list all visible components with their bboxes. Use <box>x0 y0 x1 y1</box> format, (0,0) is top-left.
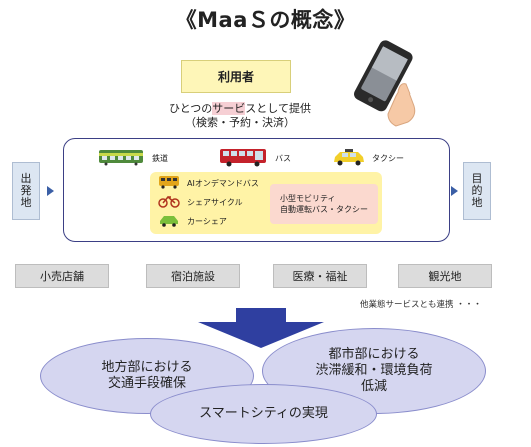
bicycle-icon <box>158 195 180 208</box>
bus-icon <box>220 149 266 167</box>
destination-label: 目 的 地 <box>471 172 483 209</box>
facility-box: 医療・福祉 <box>273 264 367 288</box>
bus-label: バス <box>275 154 291 163</box>
facility-box: 観光地 <box>398 264 492 288</box>
train-icon <box>99 150 143 166</box>
rural-line2: 交通手段確保 <box>107 376 186 391</box>
user-label: 利用者 <box>217 70 254 84</box>
destination-arrow-icon <box>451 186 458 196</box>
car-icon <box>160 216 178 227</box>
user-box: 利用者 <box>181 60 291 93</box>
facility-label: 観光地 <box>428 270 462 283</box>
page-title: 《MaaＳの概念》 <box>175 8 356 32</box>
rural-line1: 地方部における <box>101 360 193 375</box>
facility-label: 小売店舗 <box>40 270 84 283</box>
provide-prefix: ひとつの <box>169 102 213 115</box>
smartcity-label: スマートシティの実現 <box>199 406 328 421</box>
car-label: カーシェア <box>187 217 227 226</box>
mobility-line1: 小型モビリティ <box>280 194 336 203</box>
smartphone-hand-icon <box>354 40 416 127</box>
facility-label: 宿泊施設 <box>171 270 215 283</box>
mobility-line2: 自動運転バス・タクシー <box>280 205 368 214</box>
ai-bus-label: AIオンデマンドバス <box>187 179 259 188</box>
taxi-icon <box>334 149 364 166</box>
provide-highlight: サービ <box>212 102 246 115</box>
taxi-label: タクシー <box>372 154 404 163</box>
provide-text: ひとつのサービスとして提供 （検索・予約・決済） <box>150 102 330 130</box>
urban-line1: 都市部における <box>328 347 420 362</box>
urban-line3: 低減 <box>360 379 387 394</box>
big-down-arrow-icon <box>198 308 324 348</box>
facility-box: 小売店舗 <box>15 264 109 288</box>
provide-suffix: スとして提供 <box>245 102 311 115</box>
origin-arrow-icon <box>47 186 54 196</box>
facility-box: 宿泊施設 <box>146 264 240 288</box>
rail-label: 鉄道 <box>152 154 168 163</box>
note-text: 他業態サービスとも連携 ・・・ <box>360 300 482 310</box>
facility-label: 医療・福祉 <box>292 270 348 283</box>
outcome-smartcity: スマートシティの実現 <box>150 384 377 444</box>
origin-box: 出 発 地 <box>12 162 40 220</box>
ai-bus-icon <box>159 176 179 189</box>
cycle-label: シェアサイクル <box>187 198 243 207</box>
origin-label: 出 発 地 <box>20 172 32 209</box>
provide-sub: （検索・予約・決済） <box>185 116 295 129</box>
urban-line2: 渋滞緩和・環境負荷 <box>315 363 433 378</box>
small-mobility-box: 小型モビリティ 自動運転バス・タクシー <box>270 184 378 224</box>
destination-box: 目 的 地 <box>463 162 491 220</box>
